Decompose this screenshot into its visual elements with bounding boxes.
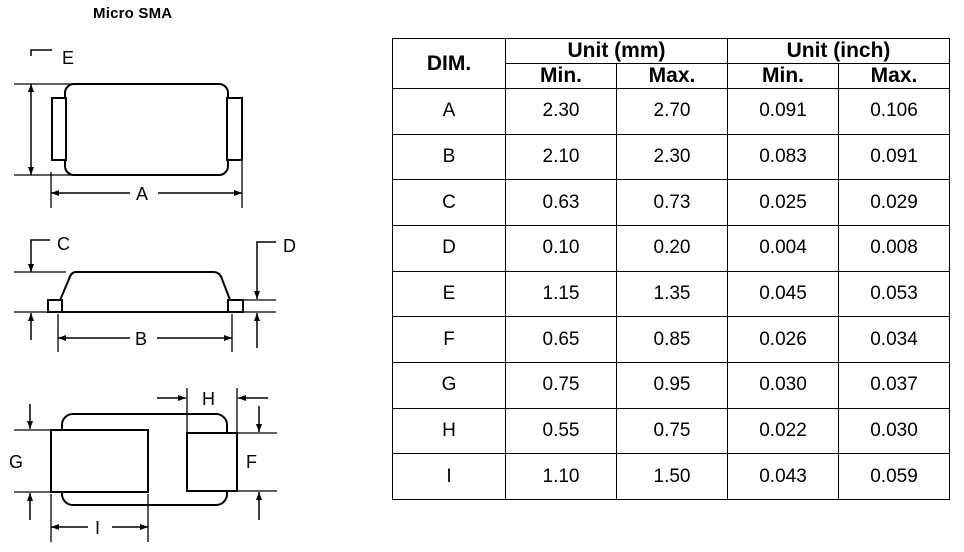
cell-dim: I [392, 453, 506, 500]
cell-dim: C [392, 179, 506, 226]
dim-label-e: E [62, 48, 74, 68]
cell-inch-max: 0.091 [838, 133, 950, 181]
cell-mm-min: 2.30 [505, 88, 617, 135]
dim-label-a: A [136, 184, 148, 204]
dimension-table-container: DIM. Unit (mm) Unit (inch) Min. Max. Min… [392, 38, 950, 500]
side-view-body [57, 271, 233, 313]
top-view-lead-right [226, 97, 243, 161]
cell-mm-max: 0.95 [616, 361, 728, 409]
cell-mm-max: 2.30 [616, 133, 728, 181]
cell-inch-max: 0.037 [838, 361, 950, 409]
dim-label-c: C [57, 234, 70, 254]
dim-label-f: F [246, 452, 257, 472]
cell-inch-min: 0.043 [727, 453, 839, 500]
header-unit-inch: Unit (inch) [727, 38, 950, 64]
dim-label-h: H [202, 389, 215, 409]
header-dim: DIM. [392, 38, 506, 89]
top-view-lead-left [51, 97, 67, 161]
cell-dim: H [392, 407, 506, 455]
side-view-lead-left [47, 299, 63, 313]
cell-mm-max: 0.20 [616, 224, 728, 272]
leader-d [256, 241, 276, 252]
cell-dim: F [392, 316, 506, 363]
table-header: DIM. Unit (mm) Unit (inch) Min. Max. Min… [392, 38, 950, 89]
bottom-view: G H F I [9, 388, 277, 542]
cell-mm-max: 0.85 [616, 316, 728, 363]
cell-inch-max: 0.034 [838, 316, 950, 363]
cell-inch-min: 0.091 [727, 88, 839, 135]
cell-inch-min: 0.025 [727, 179, 839, 226]
cell-dim: A [392, 88, 506, 135]
cell-inch-max: 0.053 [838, 270, 950, 318]
cell-inch-min: 0.083 [727, 133, 839, 181]
cell-inch-max: 0.030 [838, 407, 950, 455]
cell-inch-min: 0.004 [727, 224, 839, 272]
cell-inch-min: 0.030 [727, 361, 839, 409]
cell-mm-min: 1.10 [505, 453, 617, 500]
header-inch-min: Min. [727, 63, 839, 89]
cell-dim: E [392, 270, 506, 318]
header-row-minmax: Min. Max. Min. Max. [393, 63, 950, 89]
top-view-body [64, 83, 229, 176]
leader-e [30, 49, 52, 56]
cell-dim: D [392, 224, 506, 272]
cell-mm-max: 0.73 [616, 179, 728, 226]
dim-label-g: G [9, 452, 23, 472]
cell-inch-max: 0.008 [838, 224, 950, 272]
cell-mm-min: 0.10 [505, 224, 617, 272]
top-view: E A [14, 48, 243, 208]
cell-dim: G [392, 361, 506, 409]
cell-dim: B [392, 133, 506, 181]
dim-label-b: B [135, 329, 147, 349]
dim-label-d: D [283, 236, 296, 256]
header-row-units: DIM. Unit (mm) Unit (inch) [392, 38, 950, 89]
drawing-canvas: E A [9, 48, 296, 542]
cell-mm-min: 1.15 [505, 270, 617, 318]
cell-mm-max: 1.50 [616, 453, 728, 500]
cell-inch-min: 0.022 [727, 407, 839, 455]
bottom-view-pad-small [186, 432, 238, 492]
cell-mm-max: 1.35 [616, 270, 728, 318]
side-view-lead-right [227, 299, 244, 313]
cell-inch-max: 0.106 [838, 88, 950, 135]
dim-label-i: I [95, 518, 100, 538]
header-mm-max: Max. [616, 63, 728, 89]
cell-mm-max: 0.75 [616, 407, 728, 455]
header-inch-max: Max. [838, 63, 950, 89]
cell-mm-min: 0.65 [505, 316, 617, 363]
page-title: Micro SMA [93, 5, 173, 22]
cell-mm-max: 2.70 [616, 88, 728, 135]
header-mm-min: Min. [505, 63, 617, 89]
cell-mm-min: 0.55 [505, 407, 617, 455]
cell-inch-min: 0.026 [727, 316, 839, 363]
bottom-view-pad-large [50, 429, 149, 493]
cell-inch-max: 0.029 [838, 179, 950, 226]
header-unit-mm: Unit (mm) [505, 38, 728, 64]
side-view: C B D [14, 234, 296, 352]
dimension-table: DIM. Unit (mm) Unit (inch) Min. Max. Min… [392, 38, 950, 500]
cell-mm-min: 2.10 [505, 133, 617, 181]
cell-inch-max: 0.059 [838, 453, 950, 500]
cell-inch-min: 0.045 [727, 270, 839, 318]
package-drawings: Micro SMA [0, 0, 380, 552]
cell-mm-min: 0.75 [505, 361, 617, 409]
cell-mm-min: 0.63 [505, 179, 617, 226]
leader-c [30, 239, 50, 250]
